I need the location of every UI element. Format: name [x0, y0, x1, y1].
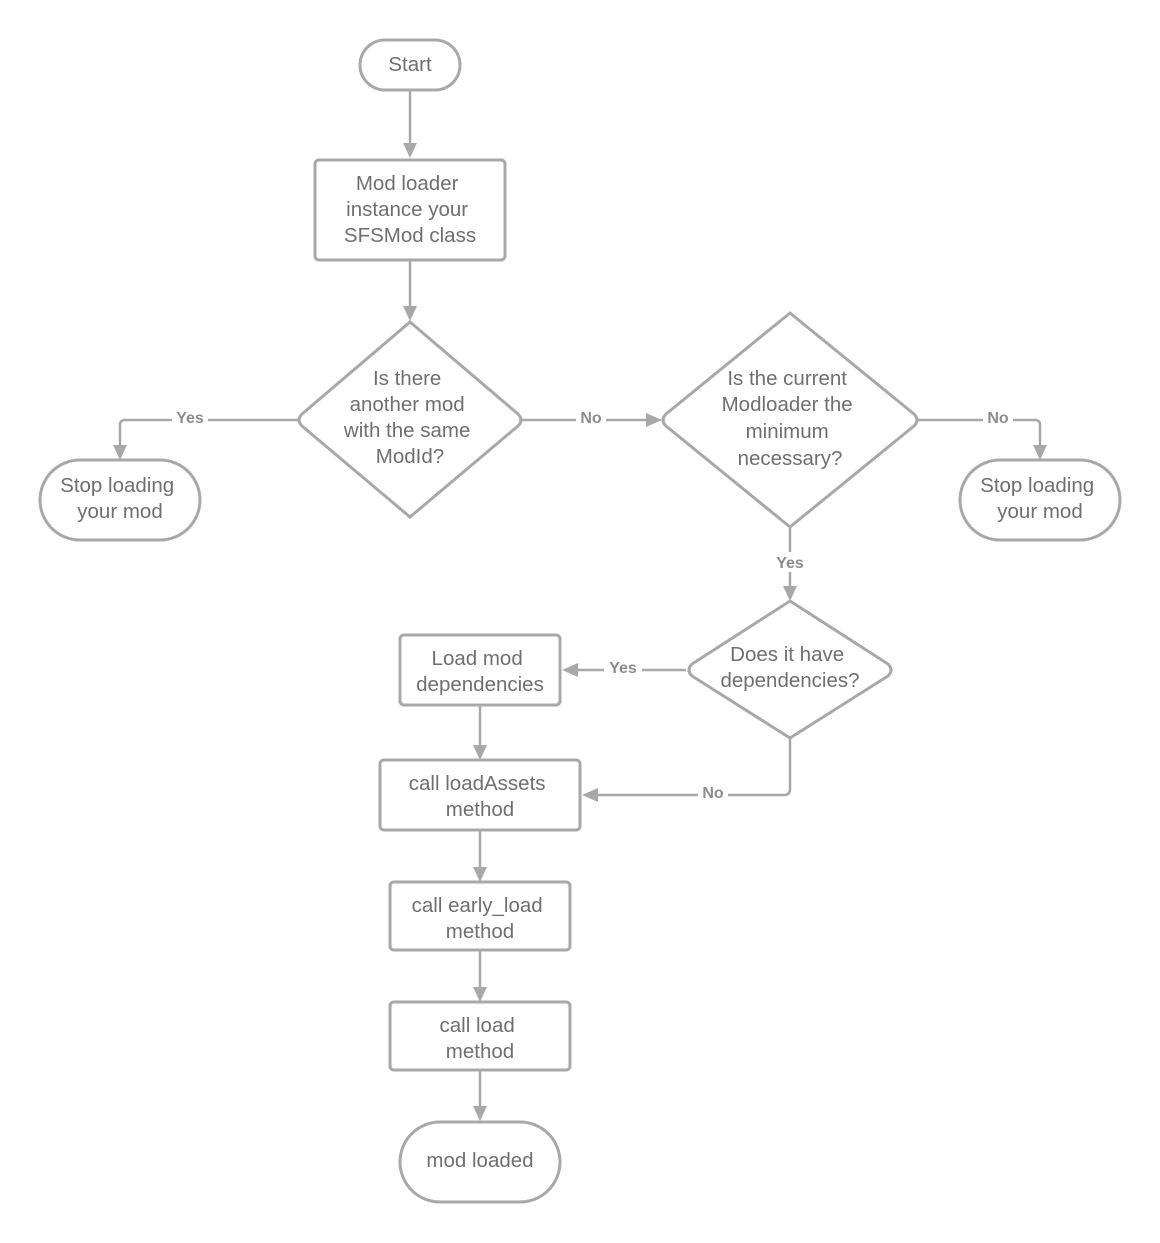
stop-loading-left-label: Stop loading your mod [60, 474, 180, 523]
arrowhead [1033, 445, 1047, 460]
arrowhead [473, 745, 487, 760]
arrowhead [783, 586, 797, 601]
edge-label-same-modid-no: No [580, 410, 602, 427]
edge-label-dependencies-yes: Yes [609, 660, 637, 677]
call-load-assets-process: call loadAssets method [378, 758, 582, 832]
edge-label-same-modid-yes: Yes [176, 410, 204, 427]
stop-loading-right-terminal: Stop loading your mod [958, 458, 1122, 542]
arrowhead [473, 1106, 487, 1121]
call-early-load-process: call early_load method [388, 880, 572, 952]
mod-loader-instance-process: Mod loader instance your SFSMod class [313, 158, 507, 262]
mod-loaded-label: mod loaded [426, 1149, 533, 1172]
call-load-process: call load method [388, 1000, 572, 1072]
load-dependencies-label: Load mod dependencies [416, 647, 544, 696]
edge-modloader-no [918, 418, 1042, 447]
start-label: Start [388, 53, 432, 76]
modloader-minimum-question-label: Is the current Modloader the minimum nec… [722, 367, 859, 470]
arrowhead [403, 306, 417, 321]
stop-loading-left-terminal: Stop loading your mod [38, 458, 202, 542]
edge-labels: Yes No No Yes Yes No [172, 408, 1013, 803]
edge-label-modloader-yes: Yes [776, 555, 804, 572]
arrowhead [562, 663, 578, 677]
modloader-minimum-decision: Is the current Modloader the minimum nec… [661, 311, 919, 529]
edge-label-modloader-no: No [987, 410, 1009, 427]
arrowhead [646, 413, 662, 427]
call-load-label: call load method [440, 1014, 521, 1063]
stop-loading-right-label: Stop loading your mod [980, 474, 1100, 523]
same-modid-question-label: Is there another mod with the same ModId… [343, 367, 476, 468]
edge-dependencies-no [595, 738, 792, 797]
dependencies-decision: Does it have dependencies? [687, 599, 893, 740]
dependencies-question-label: Does it have dependencies? [720, 643, 859, 692]
mod-loader-instance-label: Mod loader instance your SFSMod class [344, 172, 476, 247]
load-dependencies-process: Load mod dependencies [398, 633, 562, 707]
arrowhead [582, 788, 598, 802]
start-terminal: Start [358, 38, 462, 92]
call-early-load-label: call early_load method [412, 894, 549, 943]
edge-same-modid-yes [118, 418, 300, 447]
call-load-assets-label: call loadAssets method [409, 772, 551, 821]
edge-label-dependencies-no: No [702, 785, 724, 802]
connectors [113, 90, 1047, 1121]
arrowhead [473, 987, 487, 1002]
arrowhead [403, 143, 417, 158]
mod-loaded-terminal: mod loaded [398, 1120, 562, 1204]
same-modid-decision: Is there another mod with the same ModId… [297, 320, 523, 519]
arrowhead [473, 867, 487, 882]
arrowhead [113, 445, 127, 460]
